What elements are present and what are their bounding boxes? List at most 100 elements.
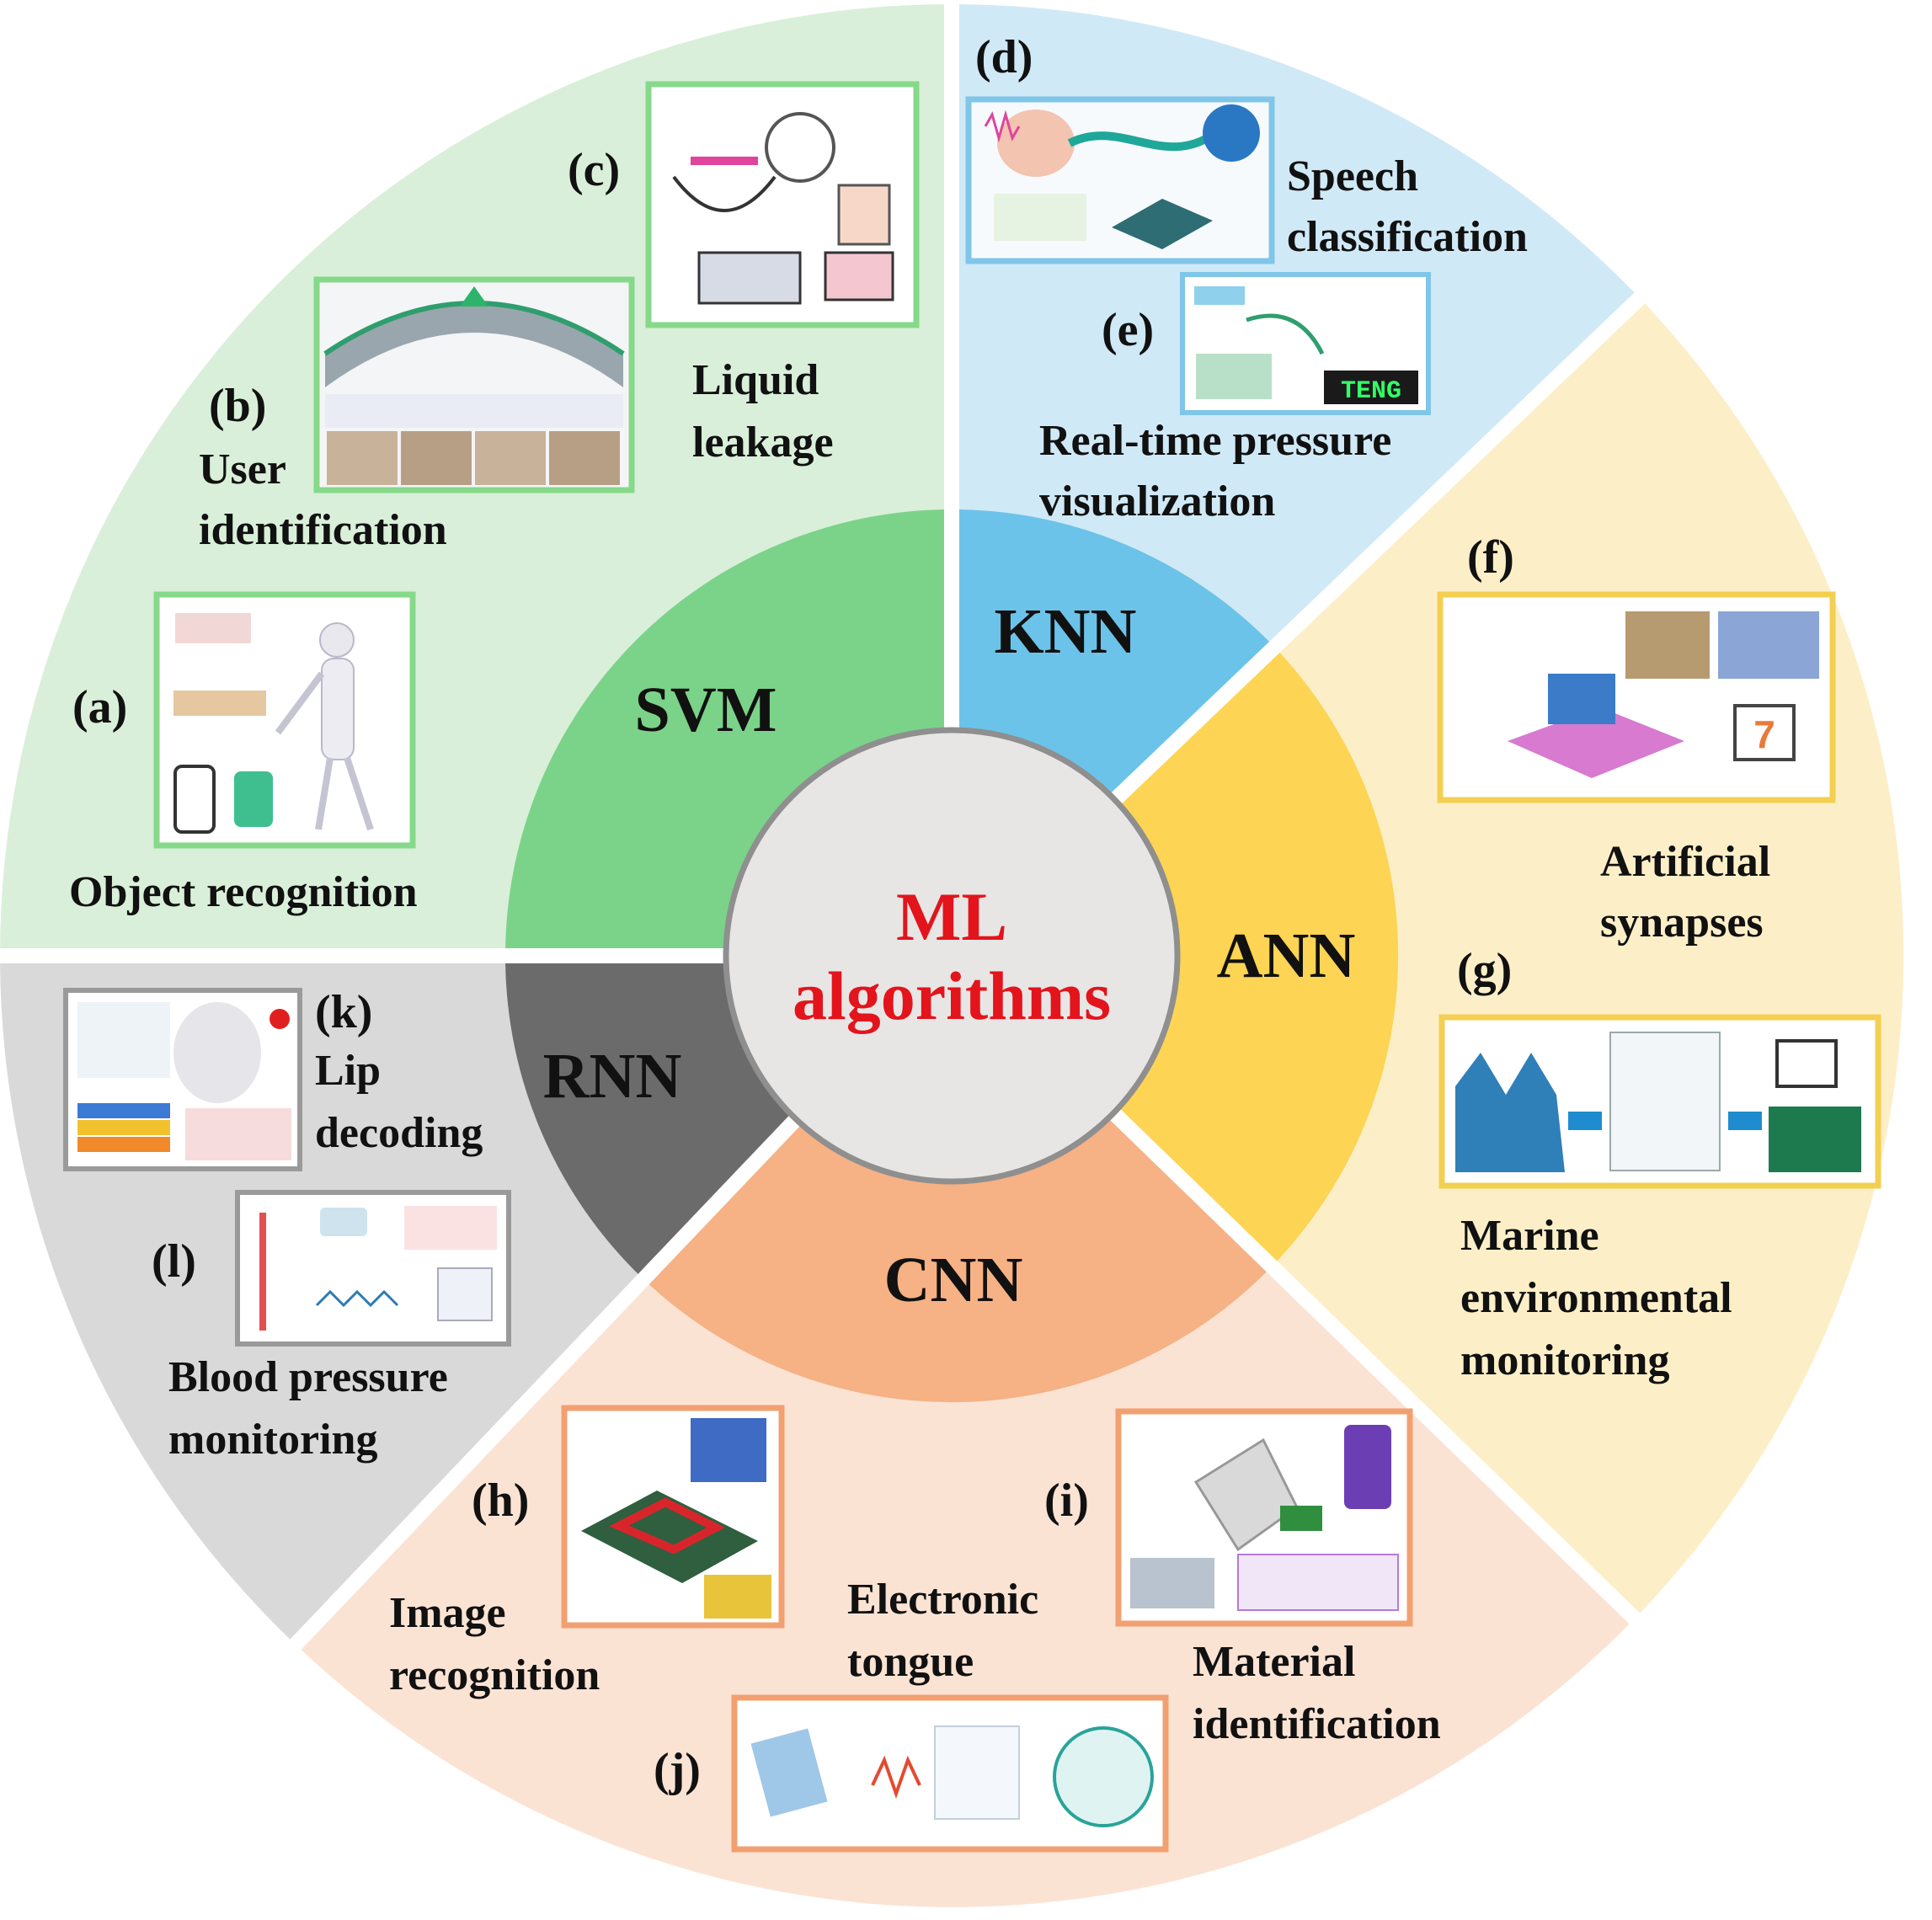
panel-c-caption-line-1: Liquid	[692, 356, 819, 404]
thumbnail-e-screen-text: TENG	[1341, 377, 1401, 406]
panel-l-caption-line-2: monitoring	[168, 1416, 377, 1464]
thumbnail-b-legend	[325, 394, 623, 428]
panel-h-caption-line-2: recognition	[389, 1651, 600, 1699]
knn-label: KNN	[995, 596, 1137, 667]
thumbnail-e-curve	[1246, 313, 1325, 355]
panel-g-letter: (g)	[1457, 944, 1512, 996]
panel-f-caption-line-2: synapses	[1600, 899, 1764, 947]
thumbnail-e: TENG	[1180, 272, 1431, 415]
thumbnail-g-monitor	[1775, 1039, 1838, 1088]
thumbnail-f-lattice	[1718, 611, 1819, 679]
thumbnail-k-layers-2	[77, 1120, 170, 1135]
thumbnail-a	[153, 591, 416, 849]
panel-b-letter: (b)	[209, 380, 266, 432]
thumbnail-h	[561, 1405, 785, 1629]
thumbnail-k-mouths	[185, 1108, 291, 1160]
thumbnail-e-screen	[1324, 371, 1418, 404]
thumbnail-a-figure-leg-right	[344, 756, 374, 831]
thumbnail-a-figure-leg-left	[315, 757, 334, 830]
ann-label: ANN	[1217, 920, 1356, 991]
thumbnail-e-array	[1194, 286, 1245, 305]
panel-d-caption: Speech classification	[1287, 152, 1528, 261]
thumbnail-l-device	[320, 1208, 367, 1236]
thumbnail-i	[1115, 1408, 1413, 1627]
thumbnail-h-array	[581, 1491, 758, 1583]
thumbnail-g-sensors	[1609, 1032, 1721, 1171]
panel-i-caption-line-2: identification	[1193, 1700, 1441, 1748]
panel-b-caption-line-1: User	[199, 445, 286, 493]
thumbnail-j-sensor	[750, 1728, 828, 1817]
thumbnail-k-layers-3	[77, 1137, 170, 1152]
panel-l-letter: (l)	[152, 1235, 196, 1288]
thumbnail-f-micrograph	[1625, 611, 1710, 679]
thumbnail-d-nerve	[1067, 131, 1215, 152]
center-title-line2: algorithms	[793, 957, 1111, 1034]
thumbnail-g-arrow-1	[1568, 1112, 1602, 1130]
thumbnail-g	[1438, 1014, 1881, 1189]
panel-l-caption: Blood pressure monitoring	[168, 1353, 459, 1464]
thumbnail-c	[645, 81, 920, 328]
thumbnail-c-instrument	[697, 251, 802, 305]
panel-k-letter: (k)	[315, 986, 372, 1038]
thumbnail-b-photo-2	[401, 431, 472, 485]
thumbnail-g-waves	[1455, 1053, 1565, 1172]
thumbnail-c-beaker	[837, 184, 891, 246]
panel-a-letter: (a)	[72, 681, 127, 733]
thumbnail-i-phone	[1344, 1425, 1391, 1509]
panel-i-caption-line-1: Material	[1193, 1638, 1355, 1686]
thumbnail-a-module	[234, 771, 273, 827]
panel-j-caption: Electronic tongue	[847, 1576, 1049, 1686]
svm-label: SVM	[635, 675, 777, 745]
thumbnail-h-glove	[691, 1418, 766, 1482]
thumbnail-k	[63, 988, 302, 1171]
thumbnail-d-ear	[997, 109, 1075, 177]
thumbnail-g-arrow-2	[1728, 1112, 1762, 1130]
thumbnail-a-figure-head	[319, 622, 355, 658]
panel-f-letter: (f)	[1467, 531, 1514, 584]
panel-i-caption: Material identification	[1193, 1638, 1441, 1748]
thumbnail-c-pump	[765, 112, 835, 183]
thumbnail-b-arrow	[460, 286, 488, 307]
thumbnail-f: 7	[1437, 591, 1836, 803]
thumbnail-b-membrane	[325, 303, 623, 387]
panel-i-letter: (i)	[1044, 1475, 1089, 1527]
thumbnail-k-flow	[77, 1002, 170, 1078]
thumbnail-b-photo-1	[327, 431, 398, 485]
panel-f-caption-line-1: Artificial	[1600, 838, 1770, 886]
panel-a-caption-line-1: Object recognition	[69, 868, 418, 916]
thumbnail-k-face	[173, 1002, 261, 1103]
thumbnail-c-monitor	[824, 251, 894, 301]
panel-h-caption: Image recognition	[389, 1589, 600, 1699]
center-title-line1: ML	[896, 878, 1007, 955]
panel-d-caption-line-1: Speech	[1287, 152, 1418, 200]
panel-h-caption-line-1: Image	[389, 1589, 506, 1637]
thumbnail-j-network	[934, 1725, 1020, 1820]
thumbnail-d-wave	[984, 109, 1021, 143]
panel-j-caption-line-1: Electronic	[847, 1576, 1038, 1624]
thumbnail-j-signal	[871, 1755, 921, 1800]
panel-g-caption: Marine environmental monitoring	[1460, 1212, 1743, 1384]
thumbnails: TENG 7	[63, 81, 1881, 1853]
thumbnail-b	[313, 276, 635, 493]
thumbnail-a-figure-body	[321, 658, 355, 760]
panel-a-caption: Object recognition	[69, 868, 418, 916]
panel-k-caption: Lip decoding	[315, 1047, 483, 1157]
panel-e-caption-line-1: Real-time pressure	[1039, 417, 1391, 465]
panel-c-caption: Liquid leakage	[692, 356, 834, 467]
thumbnail-l-network	[437, 1267, 493, 1321]
panel-g-caption-line-1: Marine	[1460, 1212, 1599, 1260]
thumbnail-j	[731, 1694, 1169, 1853]
thumbnail-b-photo-4	[549, 431, 620, 485]
thumbnail-a-device	[175, 613, 251, 643]
thumbnail-l-table	[404, 1206, 497, 1250]
thumbnail-a-phone	[173, 765, 216, 834]
thumbnail-d-ear-detail	[994, 194, 1086, 241]
panel-k-caption-line-2: decoding	[315, 1109, 483, 1157]
panel-e-caption: Real-time pressure visualization	[1039, 417, 1402, 525]
thumbnail-a-figure-arm	[275, 671, 325, 735]
panel-j-letter: (j)	[654, 1744, 701, 1796]
thumbnail-g-system	[1769, 1107, 1861, 1172]
thumbnail-c-vessel	[672, 175, 777, 212]
thumbnail-d-device	[1112, 199, 1213, 249]
